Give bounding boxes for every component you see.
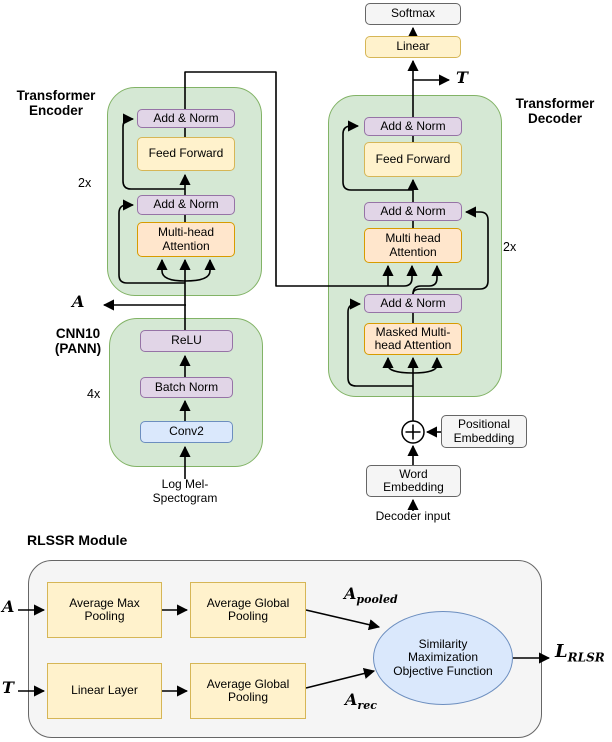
rlssr-a-input-label: A (2, 597, 15, 616)
a-pooled-sub: pooled (356, 593, 398, 607)
encoder-multi-head-attention: Multi-head Attention (137, 222, 235, 257)
linear-box: Linear (365, 36, 461, 58)
loss-sub: RLSR (567, 650, 605, 665)
audio-feature-label: A (72, 292, 85, 311)
cnn-repeat-label: 4x (87, 387, 101, 401)
similarity-objective-ellipse: Similarity Maximization Objective Functi… (373, 611, 513, 705)
a-pooled-main: A (344, 584, 357, 603)
encoder-add-norm-bottom: Add & Norm (137, 195, 235, 215)
conv2-box: Conv2 (140, 421, 233, 443)
decoder-add-norm-bottom: Add & Norm (364, 294, 462, 313)
a-rec-main: A (345, 690, 358, 709)
average-global-pooling-bottom-box: Average Global Pooling (190, 663, 306, 719)
rlssr-loss-label: LRLSR (555, 641, 605, 665)
decoder-input-label: Decoder input (375, 509, 451, 523)
encoder-add-norm-top: Add & Norm (137, 109, 235, 128)
log-mel-input-label: Log Mel-Spectogram (152, 477, 218, 505)
decoder-repeat-label: 2x (503, 240, 517, 254)
relu-box: ReLU (140, 330, 233, 352)
softmax-box: Softmax (365, 3, 461, 25)
encoder-repeat-label: 2x (78, 176, 92, 190)
t-output-label: T (456, 68, 468, 87)
encoder-feed-forward: Feed Forward (137, 137, 235, 171)
a-pooled-label: Apooled (344, 584, 398, 606)
decoder-title: Transformer Decoder (515, 96, 595, 126)
rlssr-title: RLSSR Module (27, 532, 128, 548)
encoder-title: Transformer Encoder (16, 88, 96, 118)
word-embedding-box: Word Embedding (366, 465, 461, 497)
a-rec-label: Arec (345, 690, 377, 712)
decoder-add-norm-top: Add & Norm (364, 117, 462, 136)
loss-main: L (555, 641, 568, 662)
linear-layer-box: Linear Layer (47, 663, 162, 719)
positional-embedding-box: Positional Embedding (441, 415, 527, 448)
average-max-pooling-box: Average Max Pooling (47, 582, 162, 638)
similarity-objective-text: Similarity Maximization Objective Functi… (393, 636, 493, 678)
rlssr-t-input-label: T (2, 678, 14, 697)
decoder-multi-head-attention: Multi head Attention (364, 228, 462, 263)
masked-multi-head-attention: Masked Multi-head Attention (364, 323, 462, 355)
cnn-title: CNN10 (PANN) (54, 326, 102, 356)
a-rec-sub: rec (357, 699, 377, 713)
decoder-feed-forward: Feed Forward (364, 142, 462, 177)
average-global-pooling-top-box: Average Global Pooling (190, 582, 306, 638)
batch-norm-box: Batch Norm (140, 377, 233, 398)
decoder-add-norm-mid: Add & Norm (364, 202, 462, 221)
